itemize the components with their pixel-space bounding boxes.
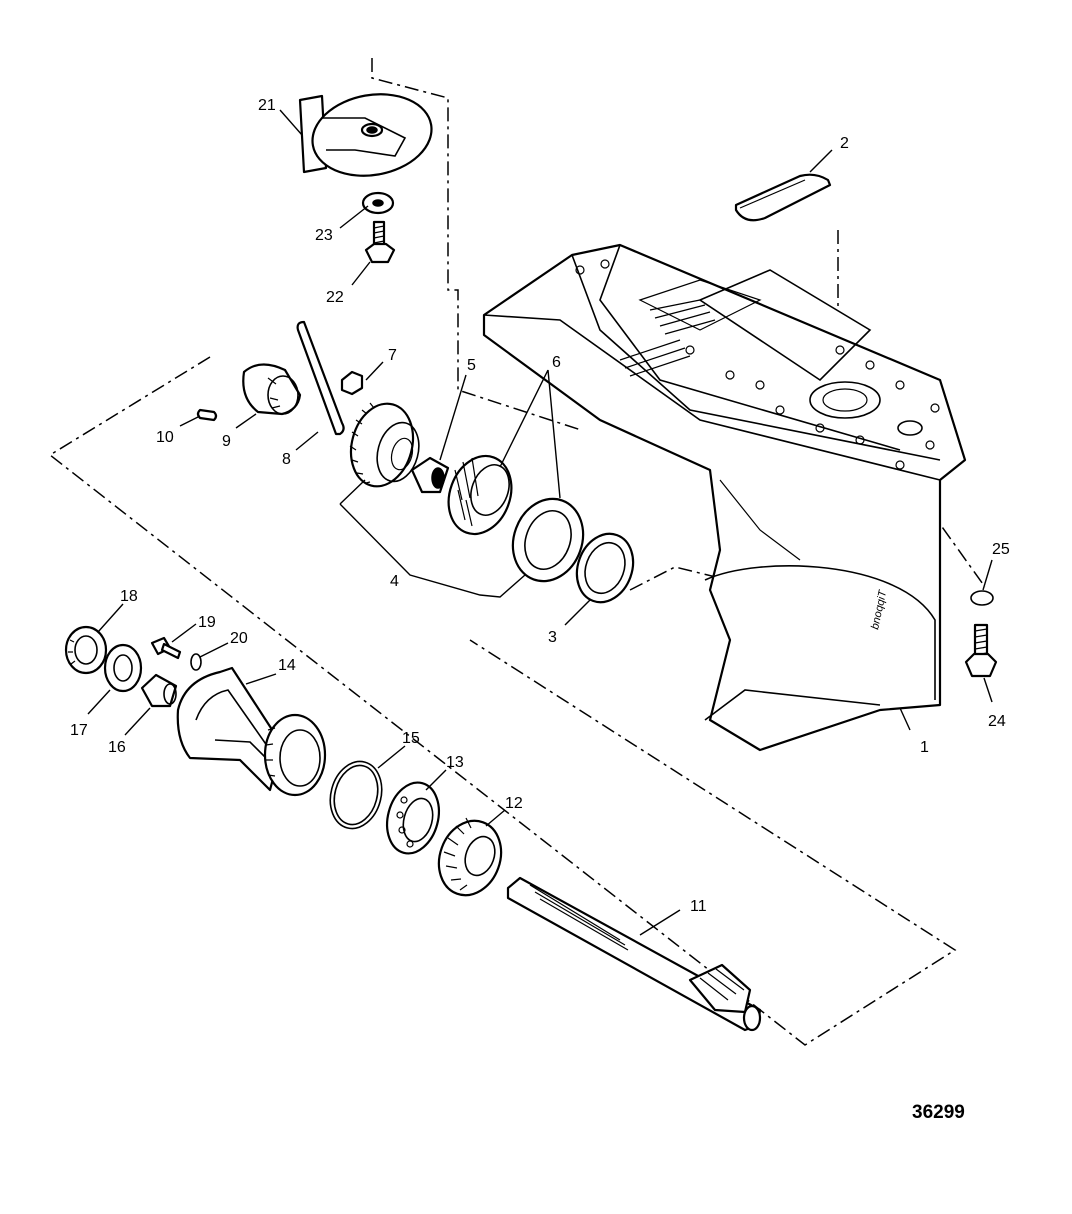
bearing-carrier-part-14 [176, 666, 327, 797]
leader-lines [87, 109, 993, 936]
washer-part-20 [190, 653, 202, 671]
reverse-gear-part-12 [437, 817, 503, 897]
callout-4: 4 [390, 573, 399, 590]
callout-labels: 1 2 3 4 5 6 7 8 9 10 11 12 13 14 15 16 1… [70, 97, 1010, 915]
callout-14: 14 [278, 657, 296, 674]
o-ring-part-15 [329, 760, 383, 830]
clutch-part-9 [242, 363, 302, 416]
callout-8: 8 [282, 451, 291, 468]
seal-part-17 [103, 643, 143, 693]
nut-part-7 [340, 370, 364, 396]
propeller-shaft-part-11 [506, 876, 762, 1032]
pin-part-10 [196, 408, 218, 422]
callout-12: 12 [505, 795, 523, 812]
callout-23: 23 [315, 227, 333, 244]
trim-tab-part-21 [298, 93, 433, 177]
bolt-part-22 [364, 220, 396, 264]
bushing-part-16 [140, 673, 178, 708]
callout-7: 7 [388, 347, 397, 364]
callout-16: 16 [108, 739, 126, 756]
callout-21: 21 [258, 97, 276, 114]
bolt-part-24 [964, 623, 998, 678]
washer-part-25 [970, 590, 994, 606]
bushing-part-5 [410, 456, 450, 494]
callout-9: 9 [222, 433, 231, 450]
callout-25: 25 [992, 541, 1010, 558]
roller-bearing-part-6 [447, 454, 513, 536]
cover-plate-part-2 [734, 173, 832, 222]
callout-3: 3 [548, 629, 557, 646]
callout-17: 17 [70, 722, 88, 739]
callout-10: 10 [156, 429, 174, 446]
callout-22: 22 [326, 289, 344, 306]
alignment-lines [48, 58, 986, 1046]
callout-19: 19 [198, 614, 216, 631]
ball-bearing-part-13 [386, 781, 440, 855]
callout-24: 24 [988, 713, 1006, 730]
screw-part-19 [150, 636, 182, 660]
gear-housing-part-1: bnoqqiT [482, 243, 967, 752]
callout-1: 1 [920, 739, 929, 756]
bearing-part-18 [64, 625, 108, 675]
washer-part-23 [361, 191, 395, 215]
callout-15: 15 [402, 730, 420, 747]
callout-2: 2 [840, 135, 849, 152]
forward-gear-part-4 [349, 402, 420, 488]
callout-11: 11 [690, 898, 707, 915]
callout-6: 6 [552, 354, 561, 371]
callout-20: 20 [230, 630, 248, 647]
pin-part-8 [296, 320, 345, 436]
figure-number: 36299 [912, 1102, 965, 1123]
callout-13: 13 [446, 754, 464, 771]
seal-ring-part-3 [575, 532, 635, 604]
callout-18: 18 [120, 588, 138, 605]
bearing-cup-part-6 [511, 497, 585, 583]
callout-5: 5 [467, 357, 476, 374]
